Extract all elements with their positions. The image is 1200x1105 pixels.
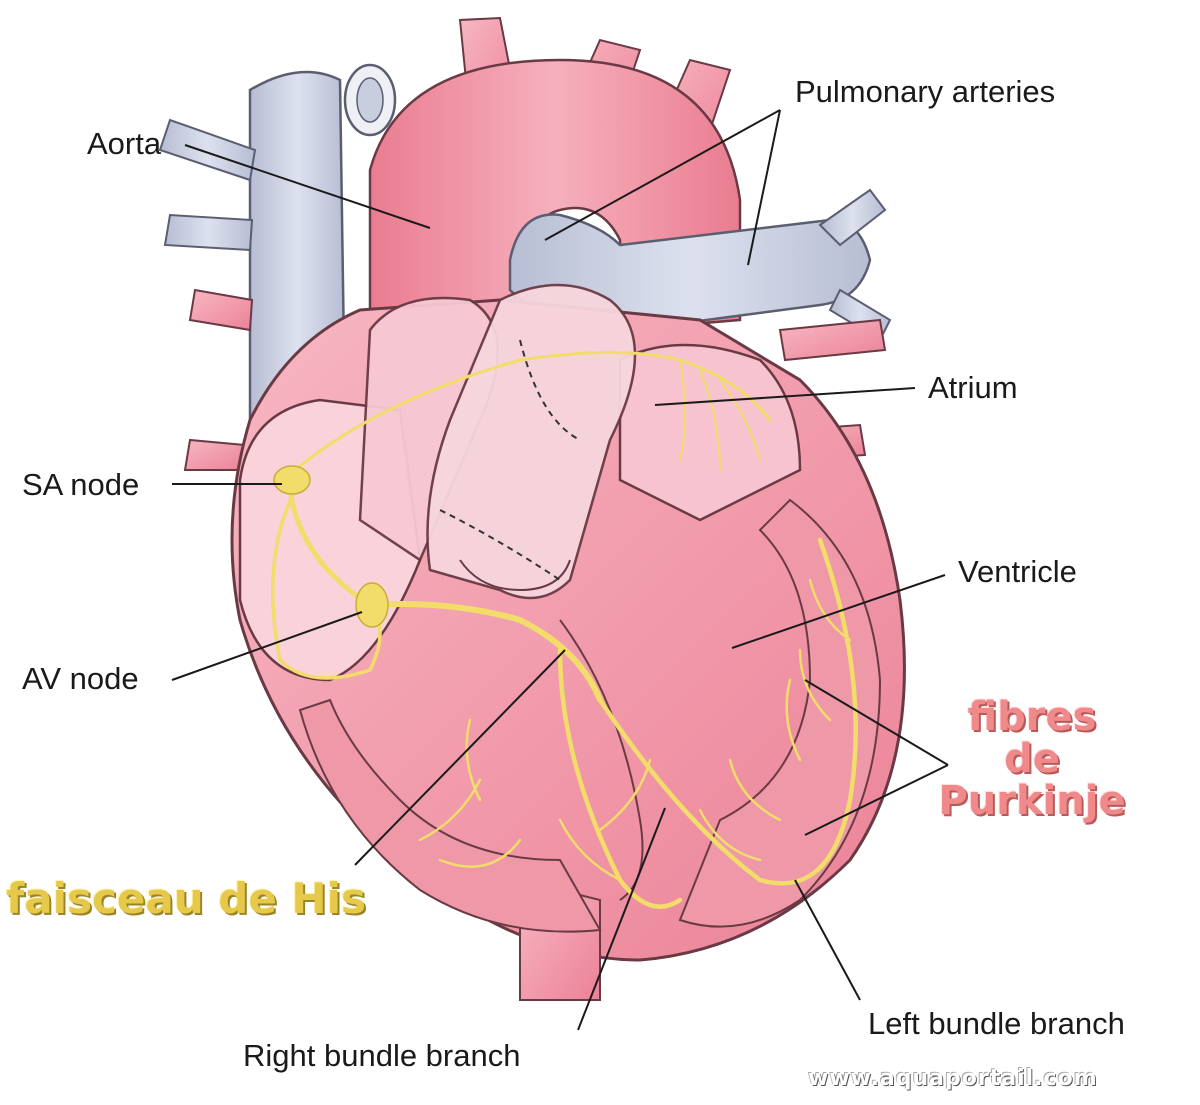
left-atrium-chamber (618, 343, 802, 522)
label-pulmonary-arteries: Pulmonary arteries (795, 74, 1056, 109)
purkinje-leader-2 (804, 764, 949, 836)
aorta-leader (184, 144, 431, 229)
ventricle-leader (731, 574, 946, 649)
pulmonary-leader-2 (747, 109, 781, 266)
purkinje-line-3: Purkinje (938, 778, 1126, 824)
left-vein-branches (158, 118, 257, 252)
valve-cusps (459, 559, 571, 592)
right-ventricle-wall (298, 698, 602, 933)
purkinje-fibers-right (418, 718, 652, 882)
purkinje-line-2: de (1004, 736, 1060, 782)
label-aorta: Aorta (87, 126, 162, 161)
right-bundle-leader (577, 807, 666, 1031)
dashed-outline-lower (439, 509, 561, 581)
purkinje-leader-1 (804, 679, 949, 766)
label-fibres-de-purkinje: fibres de Purkinje (902, 696, 1162, 822)
label-ventricle: Ventricle (958, 554, 1077, 589)
right-bundle-branch-path (557, 647, 683, 909)
atrial-fibers (679, 359, 761, 471)
purkinje-fibers-left (698, 578, 852, 862)
atrium-leader (654, 387, 916, 406)
sa-node (273, 465, 311, 495)
watermark: www.aquaportail.com (808, 1066, 1098, 1091)
pulmonary-veins-left (183, 288, 254, 471)
label-left-bundle-branch: Left bundle branch (868, 1006, 1125, 1041)
left-bundle-leader (794, 879, 861, 1001)
purkinje-line-1: fibres (967, 694, 1097, 740)
av-node-leader (171, 611, 363, 681)
his-leader (354, 649, 566, 866)
label-sa-node: SA node (22, 467, 140, 502)
internodal-loop (270, 488, 382, 680)
vessel-lumen (356, 77, 384, 123)
left-ventricle-wall (678, 498, 882, 928)
label-right-bundle-branch: Right bundle branch (243, 1038, 521, 1073)
conduction-system (270, 351, 858, 909)
pulmonary-outflow (426, 283, 637, 600)
label-av-node: AV node (22, 661, 139, 696)
label-faisceau-de-his: faisceau de His (6, 874, 366, 923)
sa-to-av-pathway (287, 487, 373, 608)
av-node (355, 582, 389, 628)
left-bundle-branch-path (597, 537, 858, 886)
leader-lines (171, 109, 949, 1031)
dashed-outline-upper (519, 339, 581, 441)
bundle-of-his-path (367, 601, 603, 703)
label-atrium: Atrium (928, 370, 1018, 405)
pulmonary-leader-1 (544, 109, 781, 241)
bachmann-bundle (293, 351, 772, 472)
